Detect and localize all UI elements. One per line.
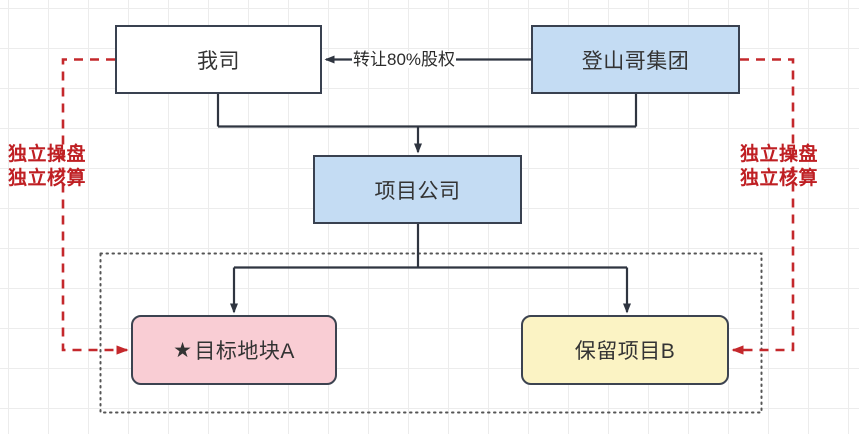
note-left: 独立操盘 独立核算 <box>8 143 86 191</box>
edge-label-transfer-equity: 转让80%股权 <box>352 50 457 69</box>
node-target-plot-a-label: 目标地块A <box>194 340 295 363</box>
star-icon: ★ <box>173 338 193 362</box>
note-left-line-1: 独立操盘 <box>8 144 87 165</box>
note-right-line-2: 独立核算 <box>740 167 819 189</box>
node-target-plot-a[interactable]: ★ 目标地块A <box>131 315 337 385</box>
node-our-company-label: 我司 <box>197 49 240 73</box>
node-kept-project-b[interactable]: 保留项目B <box>521 315 729 385</box>
node-our-company[interactable]: 我司 <box>115 25 322 94</box>
note-right: 独立操盘 独立核算 <box>740 143 818 191</box>
node-project-co-label: 项目公司 <box>374 179 461 203</box>
node-kept-project-b-label: 保留项目B <box>574 340 676 363</box>
node-group-label: 登山哥集团 <box>581 49 690 73</box>
edge-note-right <box>731 58 795 355</box>
note-left-line-2: 独立核算 <box>8 167 87 189</box>
edge-note-left <box>61 58 129 355</box>
node-project-co[interactable]: 项目公司 <box>313 155 522 224</box>
node-group[interactable]: 登山哥集团 <box>531 25 740 94</box>
note-right-line-1: 独立操盘 <box>740 144 819 165</box>
